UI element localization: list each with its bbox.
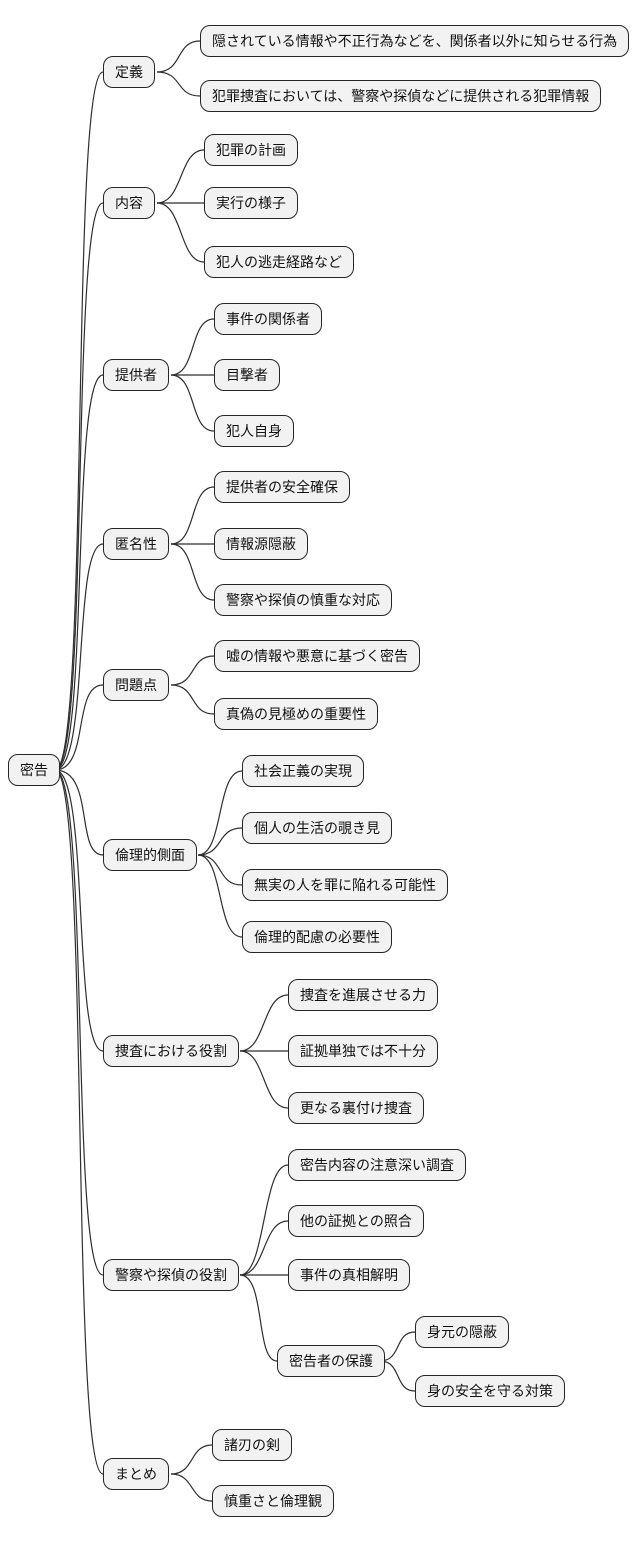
mindmap-leaf-node: 犯人自身 [214, 415, 294, 447]
mindmap-leaf-node: 身元の隠蔽 [415, 1316, 509, 1348]
mindmap-branch-node: まとめ [103, 1458, 169, 1490]
mindmap-leaf-node: 諸刃の剣 [212, 1429, 292, 1461]
mindmap-leaf-node: 情報源隠蔽 [214, 528, 308, 560]
mindmap-leaf-node: 倫理的配慮の必要性 [242, 921, 392, 953]
mindmap-leaf-node: 警察や探偵の慎重な対応 [214, 584, 392, 616]
mindmap-leaf-node: 慎重さと倫理観 [212, 1485, 334, 1517]
mindmap-leaf-node: 証拠単独では不十分 [288, 1035, 438, 1067]
mindmap-leaf-node: 事件の真相解明 [288, 1259, 410, 1291]
mindmap-leaf-node: 身の安全を守る対策 [415, 1375, 565, 1407]
mindmap-branch-node: 警察や探偵の役割 [103, 1259, 239, 1291]
mindmap-leaf-node: 犯罪捜査においては、警察や探偵などに提供される犯罪情報 [200, 80, 602, 112]
mindmap-leaf-node: 隠されている情報や不正行為などを、関係者以外に知らせる行為 [200, 25, 630, 57]
mindmap-leaf-node: 犯人の逃走経路など [204, 246, 354, 278]
mindmap-leaf-node: 犯罪の計画 [204, 134, 298, 166]
mindmap-branch-node: 提供者 [103, 359, 169, 391]
mindmap-leaf-node: 嘘の情報や悪意に基づく密告 [214, 640, 420, 672]
mindmap-leaf-node: 更なる裏付け捜査 [288, 1092, 424, 1124]
mindmap-leaf-node: 事件の関係者 [214, 303, 322, 335]
mindmap-leaf-node: 個人の生活の覗き見 [242, 812, 392, 844]
mindmap-branch-node: 内容 [103, 187, 155, 219]
mindmap-leaf-node: 真偽の見極めの重要性 [214, 698, 378, 730]
mindmap-branch-node: 捜査における役割 [103, 1035, 239, 1067]
mindmap-leaf-node: 捜査を進展させる力 [288, 979, 438, 1011]
mindmap-leaf-node: 他の証拠との照合 [288, 1205, 424, 1237]
mindmap-root-node: 密告 [8, 754, 60, 786]
mindmap-leaf-node: 実行の様子 [204, 187, 298, 219]
mindmap-branch-node: 倫理的側面 [103, 839, 197, 871]
mindmap-branch-node: 定義 [103, 56, 155, 88]
mindmap-subbranch-node: 密告者の保護 [277, 1345, 385, 1377]
mindmap-leaf-node: 密告内容の注意深い調査 [288, 1149, 466, 1181]
mindmap-leaf-node: 社会正義の実現 [242, 755, 364, 787]
mindmap-branch-node: 匿名性 [103, 528, 169, 560]
mindmap-branch-node: 問題点 [103, 669, 169, 701]
mindmap-leaf-node: 無実の人を罪に陥れる可能性 [242, 869, 448, 901]
mindmap-leaf-node: 提供者の安全確保 [214, 471, 350, 503]
mindmap-leaf-node: 目撃者 [214, 359, 280, 391]
